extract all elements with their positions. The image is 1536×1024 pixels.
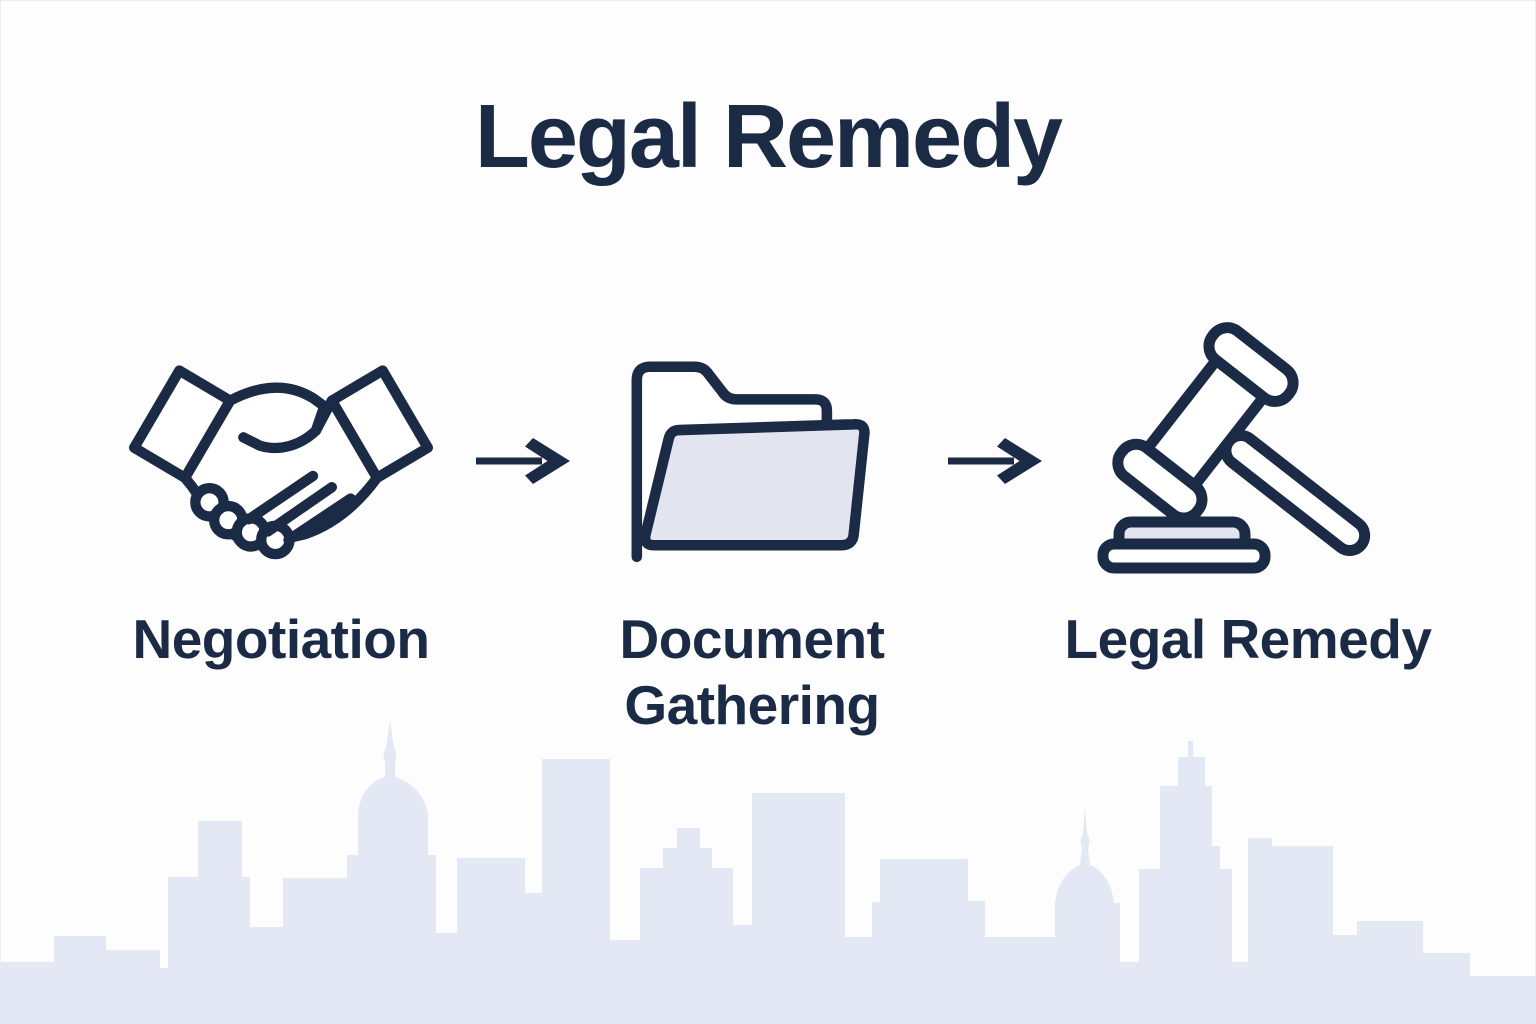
arrow-right-icon <box>948 431 1043 491</box>
folder-icon <box>608 336 896 576</box>
step-label-document-gathering: Document Gathering <box>619 608 885 736</box>
step-label-negotiation: Negotiation <box>132 608 430 670</box>
process-step-document-gathering: Document Gathering <box>560 0 944 1024</box>
page-title: Legal Remedy <box>474 87 1063 187</box>
process-step-legal-remedy: Legal Remedy <box>1056 0 1440 1024</box>
process-step-negotiation: Negotiation <box>88 0 474 1024</box>
gavel-icon <box>1083 318 1413 578</box>
step-label-legal-remedy: Legal Remedy <box>1064 608 1432 670</box>
arrow-right-icon <box>476 431 571 491</box>
city-skyline-background <box>0 720 1536 1024</box>
handshake-icon <box>121 346 441 572</box>
